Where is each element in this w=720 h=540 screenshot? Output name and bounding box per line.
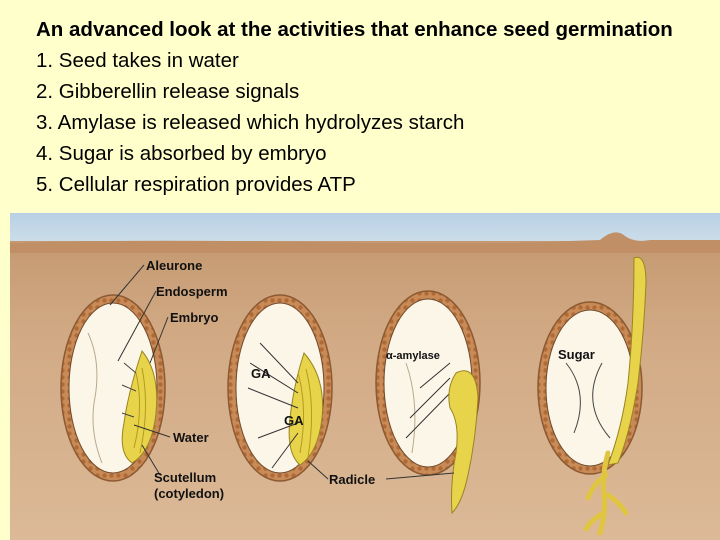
label-aleurone: Aleurone — [146, 258, 202, 273]
label-ga-1: GA — [251, 366, 271, 381]
soil-surface — [10, 232, 720, 253]
root-4 — [583, 450, 629, 536]
label-embryo: Embryo — [170, 310, 218, 325]
label-ga-2: GA — [284, 413, 304, 428]
step-4: 4. Sugar is absorbed by embryo — [36, 142, 327, 165]
label-scutellum: Scutellum — [154, 470, 216, 485]
step-2: 2. Gibberellin release signals — [36, 80, 300, 103]
seed-3 — [375, 290, 481, 515]
label-amylase: α-amylase — [386, 350, 440, 362]
label-cotyledon: (cotyledon) — [154, 486, 224, 501]
label-sugar: Sugar — [558, 347, 595, 362]
seed-1 — [60, 294, 166, 482]
step-1: 1. Seed takes in water — [36, 49, 239, 72]
embryo-3 — [448, 370, 479, 515]
seed-2 — [227, 294, 333, 482]
label-water: Water — [173, 430, 209, 445]
step-3: 3. Amylase is released which hydrolyzes … — [36, 111, 465, 134]
step-5: 5. Cellular respiration provides ATP — [36, 173, 356, 196]
seed-germination-figure: Aleurone Endosperm Embryo Water Scutellu… — [10, 213, 720, 540]
slide-text-block: An advanced look at the activities that … — [36, 14, 706, 200]
seed-4 — [537, 256, 647, 536]
embryo-2 — [288, 352, 324, 466]
shoot-4 — [607, 256, 647, 466]
label-endosperm: Endosperm — [156, 284, 228, 299]
slide-title: An advanced look at the activities that … — [36, 18, 673, 41]
label-radicle: Radicle — [329, 472, 375, 487]
